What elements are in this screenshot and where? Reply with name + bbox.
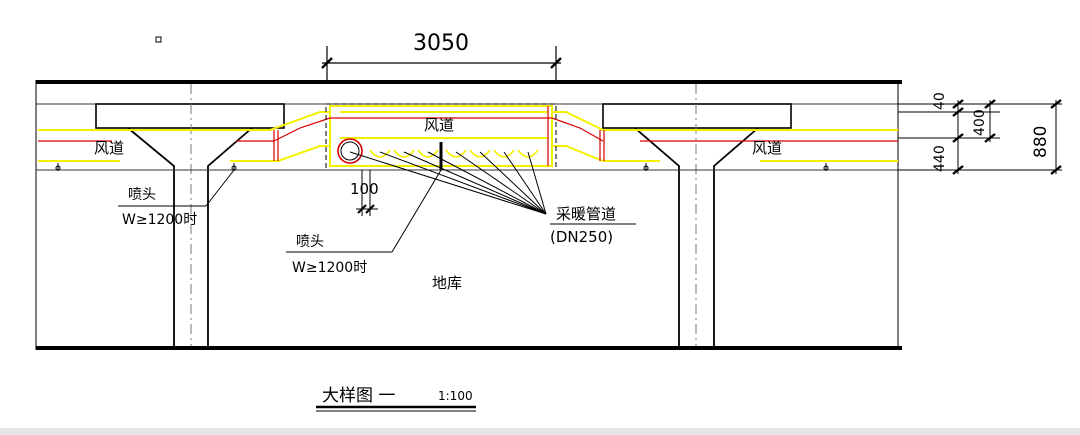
detail-scale: 1:100	[438, 389, 473, 403]
right-dimensions	[898, 99, 1062, 175]
air-duct-yellow	[38, 105, 898, 167]
drawing-title: 大样图 一 1:100	[316, 386, 476, 412]
sprinkler-title-left: 喷头	[128, 187, 156, 203]
garage-label: 地库	[432, 274, 462, 292]
air-duct-label-left: 风道	[94, 139, 124, 157]
heating-pipe-label: 采暖管道	[556, 205, 616, 223]
detail-title: 大样图 一	[322, 386, 395, 406]
dimension-40: 40	[932, 92, 948, 110]
dimension-880: 880	[1031, 126, 1051, 158]
dimension-100: 100	[350, 180, 379, 198]
right-column	[602, 84, 792, 346]
sprinkler-note-middle: 喷头 W≥1200时	[286, 169, 442, 276]
slab-top-line	[36, 80, 902, 84]
dimension-440: 440	[932, 145, 948, 172]
heating-pipe-size: (DN250)	[550, 228, 613, 246]
ground-slab-line	[36, 346, 902, 350]
sprinkler-title-middle: 喷头	[296, 234, 324, 250]
dimension-3050: 3050	[413, 31, 469, 56]
dimension-100-group: 100	[350, 170, 379, 216]
top-dimension: 3050	[321, 31, 562, 80]
sprinkler-marks	[55, 163, 829, 171]
air-duct-label-right: 风道	[752, 139, 782, 157]
air-duct-label-middle: 风道	[424, 116, 454, 134]
heating-pipe-row	[337, 138, 539, 164]
sprinkler-note-left: 喷头 W≥1200时	[118, 169, 235, 228]
pipe-red	[38, 106, 898, 166]
bottom-strip	[0, 428, 1080, 435]
corner-marker	[155, 36, 162, 43]
sprinkler-condition-left: W≥1200时	[122, 212, 197, 228]
sprinkler-condition-middle: W≥1200时	[292, 260, 367, 276]
dimension-400: 400	[972, 109, 988, 136]
heating-pipe-leaders	[349, 151, 636, 225]
